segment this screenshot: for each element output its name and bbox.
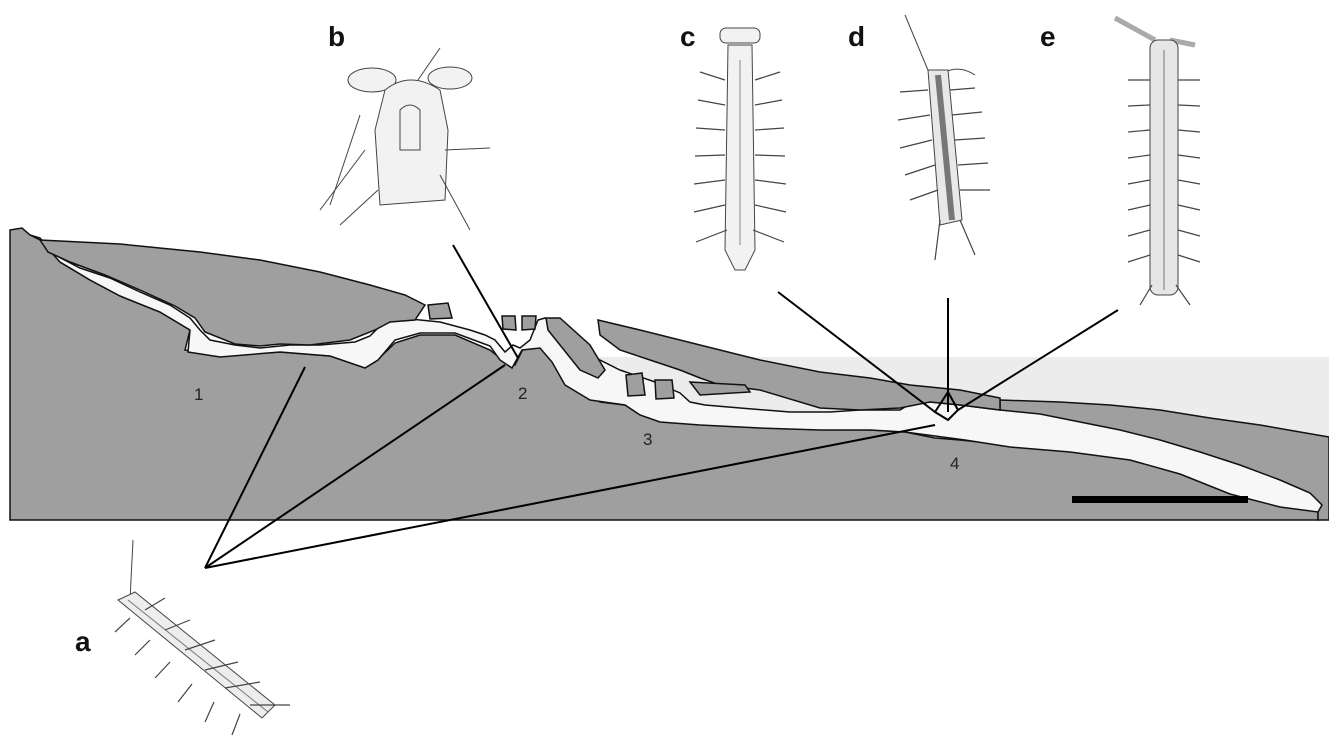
rock-chunk [522,316,536,330]
panel-letter: b [328,21,345,52]
scale-bar [1072,496,1248,503]
specimen-e-illustration [1115,18,1195,295]
specimen-d-illustration [905,15,975,225]
rock-chunk [428,303,452,319]
site-label: 2 [518,384,527,403]
rock-chunk [502,316,516,330]
site-label: 1 [194,385,203,404]
panel-letter: a [75,626,91,657]
site-label: 4 [950,454,959,473]
rock-chunk [626,373,645,396]
panel-letter: e [1040,21,1056,52]
panel-letter: c [680,21,696,52]
specimen-b-illustration [320,48,490,230]
site-label: 3 [643,430,652,449]
panel-letter: d [848,21,865,52]
specimen-a-illustration [118,540,275,718]
rock-chunk [655,380,674,399]
specimen-c-illustration [720,28,760,270]
